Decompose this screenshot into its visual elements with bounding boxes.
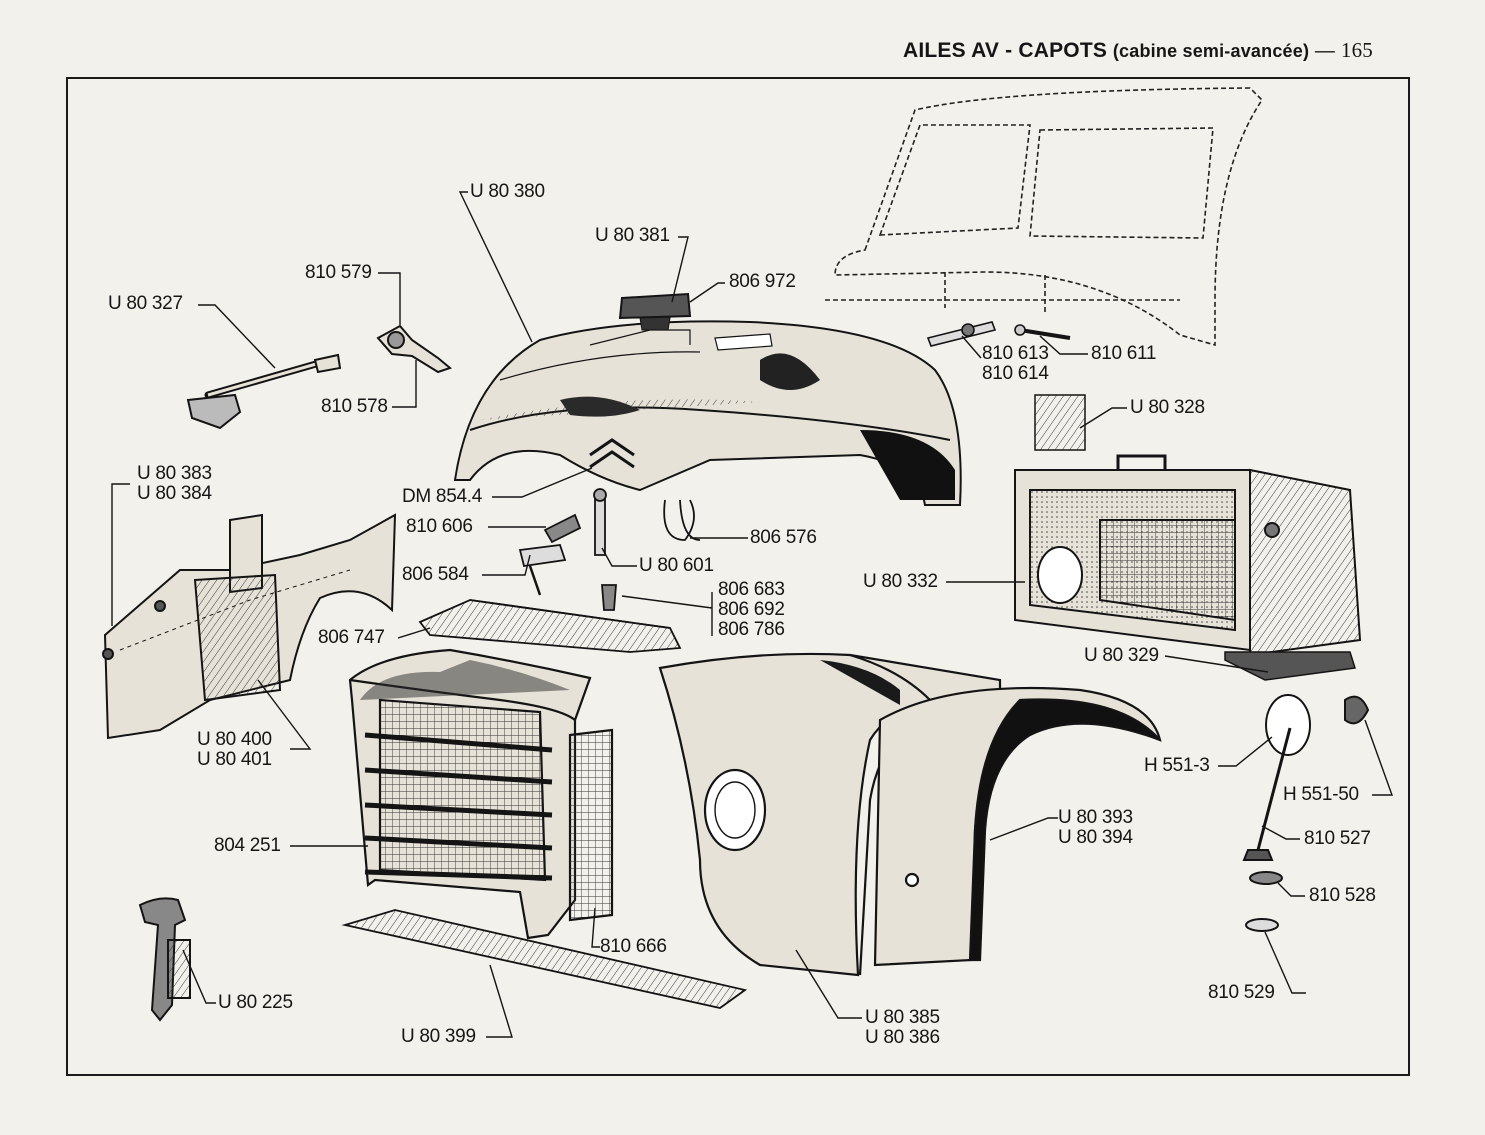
callout-u80327: U 80 327 [108,293,183,314]
lock-part [138,897,191,1022]
front-wing-part [658,652,1002,977]
bottom-strip-part [341,909,748,1009]
callout-806576: 806 576 [750,527,817,548]
hood-part [453,292,962,506]
callout-806972: 806 972 [729,271,796,292]
callout-810578: 810 578 [321,396,388,417]
callout-u80601: U 80 601 [639,555,714,576]
mirror-part [1242,694,1370,932]
latch-parts [518,488,701,611]
callout-810606: 810 606 [406,516,473,537]
hinge-part [926,321,1071,347]
hood-rod-part [186,353,342,430]
side-panel-part [102,513,397,740]
hood-clip-part [376,324,453,374]
mudguard-part [873,686,1162,967]
page-subtitle: (cabine semi-avancée) [1112,41,1310,61]
callout-h55150: H 551-50 [1283,784,1359,805]
callout-810527: 810 527 [1304,828,1371,849]
cover-plate-part [1034,394,1086,451]
callout-810611: 810 611 [1091,343,1157,364]
callout-u80332: U 80 332 [863,571,938,592]
callout-h5513: H 551-3 [1144,755,1210,776]
seal-strip-part [1224,651,1356,681]
diagram-frame [66,77,1410,1076]
grille-part [348,648,614,940]
callout-810579: 810 579 [305,262,372,283]
callout-806584: 806 584 [402,564,469,585]
callout-u80381: U 80 381 [595,225,670,246]
cabin-outline [825,87,1264,347]
page-number: 165 [1340,38,1373,62]
leader-lines [111,191,1393,1038]
page-title: AILES AV - CAPOTS [903,39,1108,62]
page-header: AILES AV - CAPOTS (cabine semi-avancée) … [903,38,1373,63]
callout-806747: 806 747 [318,627,385,648]
callout-804251: 804 251 [214,835,281,856]
callout-810529: 810 529 [1208,982,1275,1003]
title-separator: — [1314,40,1336,62]
toolbox-part [1014,454,1362,657]
callout-810528: 810 528 [1309,885,1376,906]
callout-u80380: U 80 380 [470,181,545,202]
support-bar-part [418,599,682,653]
callout-810666: 810 666 [600,936,667,957]
callout-u80225: U 80 225 [218,992,293,1013]
callout-u80399: U 80 399 [401,1026,476,1047]
callout-dm854: DM 854.4 [402,486,482,507]
callout-u80329: U 80 329 [1084,645,1159,666]
callout-u80328: U 80 328 [1130,397,1205,418]
